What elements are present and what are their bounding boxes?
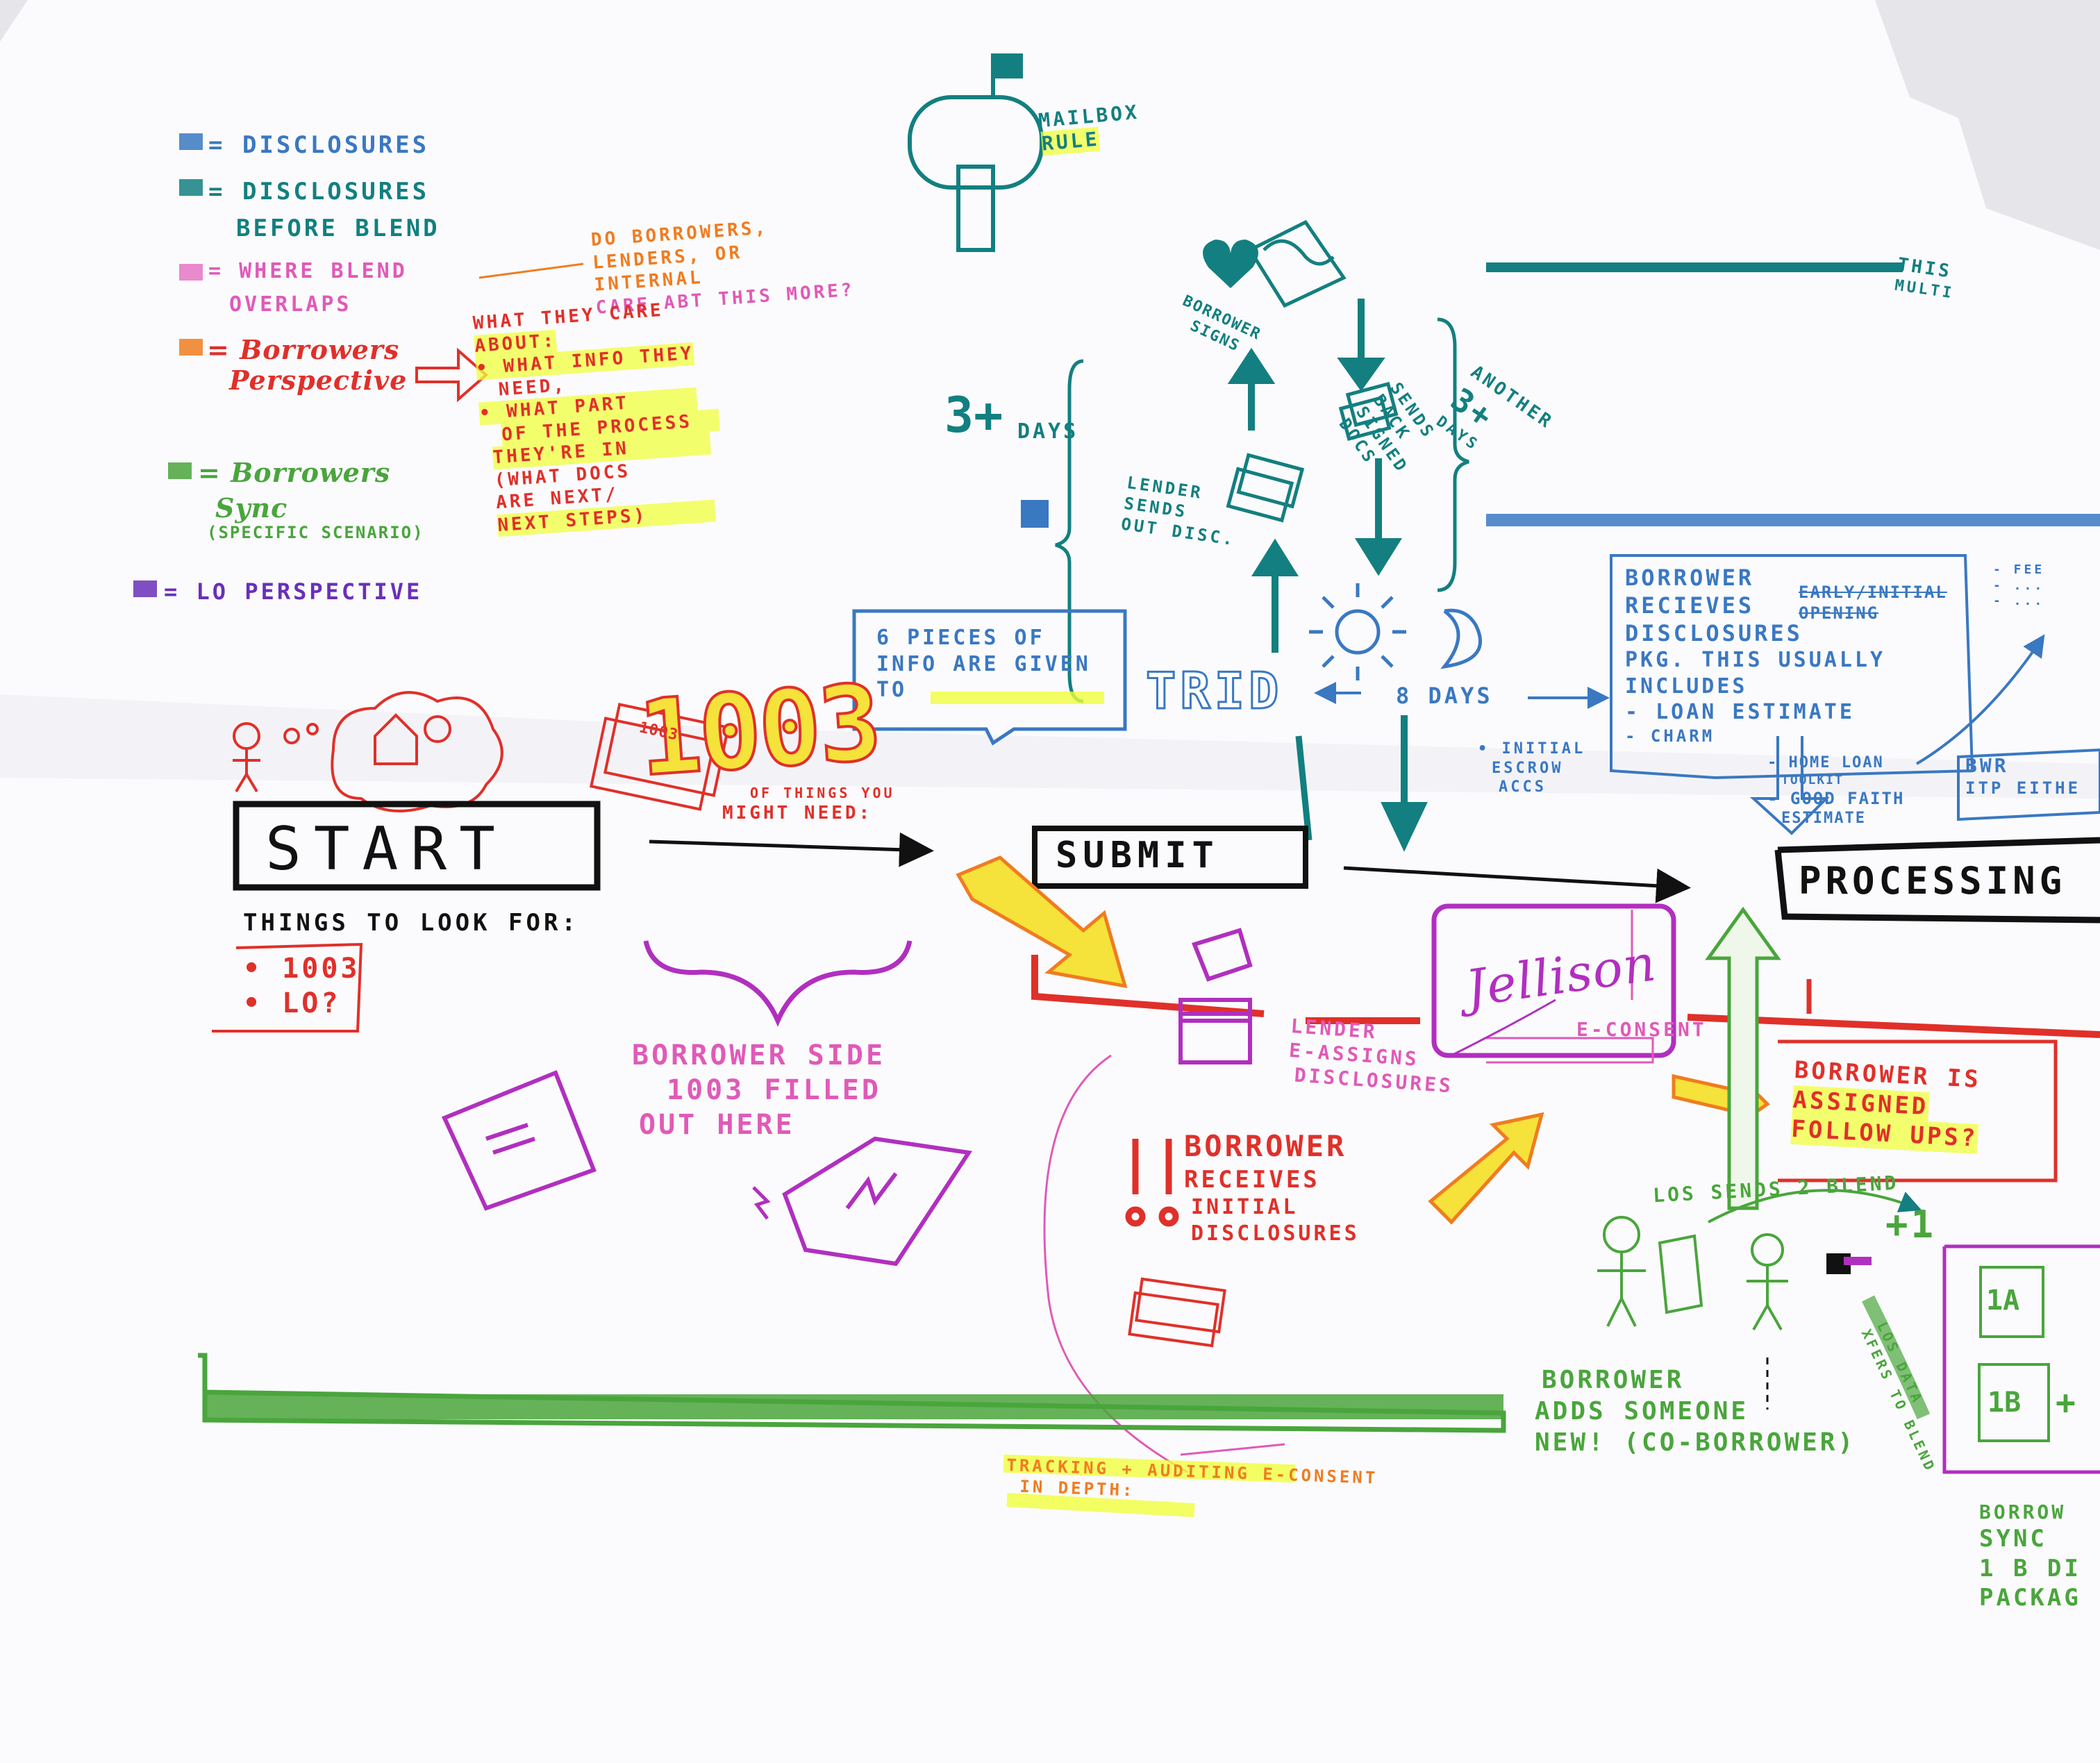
three-plus-days-word: DAYS [1017, 419, 1079, 444]
borrower-figure-1 [1597, 1216, 1703, 1327]
borrower-assigned-note: BORROWER IS ASSIGNED FOLLOW UPS? [1790, 1055, 1982, 1154]
sun-icon [1309, 583, 1406, 680]
form-1003-icon [589, 703, 731, 811]
trid-label: TRID [1144, 661, 1283, 721]
document-stack-icon [1226, 381, 1399, 523]
signed-document-icon [1247, 219, 1347, 308]
legend-specific: (SPECIFIC SCENARIO) [207, 523, 424, 542]
red-document-stack-icon [1128, 1277, 1226, 1348]
econsent-box [1431, 903, 1676, 1058]
heart-icon [1203, 240, 1258, 288]
borrower-figure-2 [1747, 1233, 1788, 1330]
look-item-lo: • LO? [243, 987, 341, 1019]
lender-disclosure-icon [1178, 928, 1253, 1064]
signing-flow-arrows [1227, 299, 1428, 852]
plus-one-label: +1 [1885, 1203, 1937, 1246]
start-box-frame [233, 801, 601, 891]
legend-disclosures-before-2: BEFORE BLEND [236, 215, 440, 242]
three-plus-days: 3+ [944, 387, 1003, 444]
mailbox-rule-line2: RULE [1040, 126, 1101, 156]
borrower-side-note: BORROWER SIDE 1003 FILLED OUT HERE [632, 1039, 886, 1141]
doc-plus: + [2056, 1383, 2078, 1422]
legend-borrowers-perspective: = Borrowers [207, 334, 400, 365]
legend-swatches [133, 133, 203, 597]
person-icon [233, 722, 260, 793]
things-to-look-for: THINGS TO LOOK FOR: [243, 909, 579, 937]
eight-days-label: 8 DAYS [1396, 683, 1493, 709]
exclamation-icon [1125, 1139, 1179, 1227]
timeline-bar-mid [1486, 514, 2100, 526]
doc-b-label: 1B [1988, 1387, 2022, 1419]
six-pieces-bubble: 6 PIECES OF INFO ARE GIVEN TO [876, 626, 1091, 702]
borrower-sync-bar [205, 1394, 1503, 1419]
green-up-arrow [1705, 906, 1781, 1210]
legend-disclosures: = DISCLOSURES [208, 131, 430, 159]
note-what-they-care: WHAT THEY CARE ABOUT: • WHAT INFO THEY N… [472, 297, 721, 537]
step-submit[interactable]: SUBMIT [1056, 835, 1219, 876]
look-item-1003: • 1003 [243, 953, 360, 985]
legend-disclosures-before: = DISCLOSURES [208, 178, 430, 206]
borrower-receives-box: BORROWER RECIEVES DISCLOSURES PKG. THIS … [1625, 565, 1886, 746]
submit-box-frame [1032, 826, 1308, 889]
borrower-sync-note: BORROW SYNC 1 B DI PACKAG [1979, 1501, 2081, 1612]
step-processing[interactable]: PROCESSING [1799, 859, 2067, 903]
fee-list: - FEE - ... - ... [1993, 562, 2045, 608]
early-initial-label: EARLY/INITIAL [1799, 583, 1947, 602]
laptop-icon [441, 1070, 597, 1211]
borrower-adds-note: BORROWER ADDS SOMEONE NEW! (CO-BORROWER) [1535, 1366, 1856, 1457]
legend-lo-perspective: = LO PERSPECTIVE [164, 578, 423, 605]
phone-icon [782, 1136, 973, 1267]
lender-eassigns-note: LENDER E-ASSIGNS DISCLOSURES [1288, 1014, 1454, 1098]
legend-borrowers-perspective-2: Perspective [229, 365, 408, 396]
moon-icon [1440, 608, 1483, 669]
legend-overlap-2: OVERLAPS [229, 292, 352, 317]
econsent-label: E-CONSENT [1576, 1018, 1707, 1041]
opening-strike: OPENING [1799, 603, 1879, 623]
legend-borrowers-sync: = Borrowers [198, 457, 391, 488]
doc-a-label: 1A [1986, 1285, 2020, 1317]
initial-escrow-label: • INITIAL ESCROW ACCS [1478, 740, 1586, 796]
orange-arrow-1 [956, 855, 1128, 989]
borrower-receives-initial-note: BORROWER RECEIVES INITIAL DISCLOSURES [1184, 1129, 1360, 1246]
timeline-bar-top [1486, 262, 1903, 272]
orange-arrow-2 [1428, 1112, 1544, 1225]
home-loan-list: - HOME LOAN TOOLKIT - GOOD FAITH ESTIMAT… [1767, 754, 1905, 827]
bwr-box-text: BWR ITP EITHE [1965, 754, 2081, 798]
legend-borrowers-sync-2: Sync [215, 492, 288, 524]
legend-overlap: = WHERE BLEND [208, 259, 408, 283]
processing-box-frame [1774, 837, 2100, 924]
step-start[interactable]: START [265, 814, 508, 884]
this-multi-label: THIS MULTI [1893, 253, 1956, 302]
things-you-might: OF THINGS YOU MIGHT NEED: [722, 785, 895, 824]
